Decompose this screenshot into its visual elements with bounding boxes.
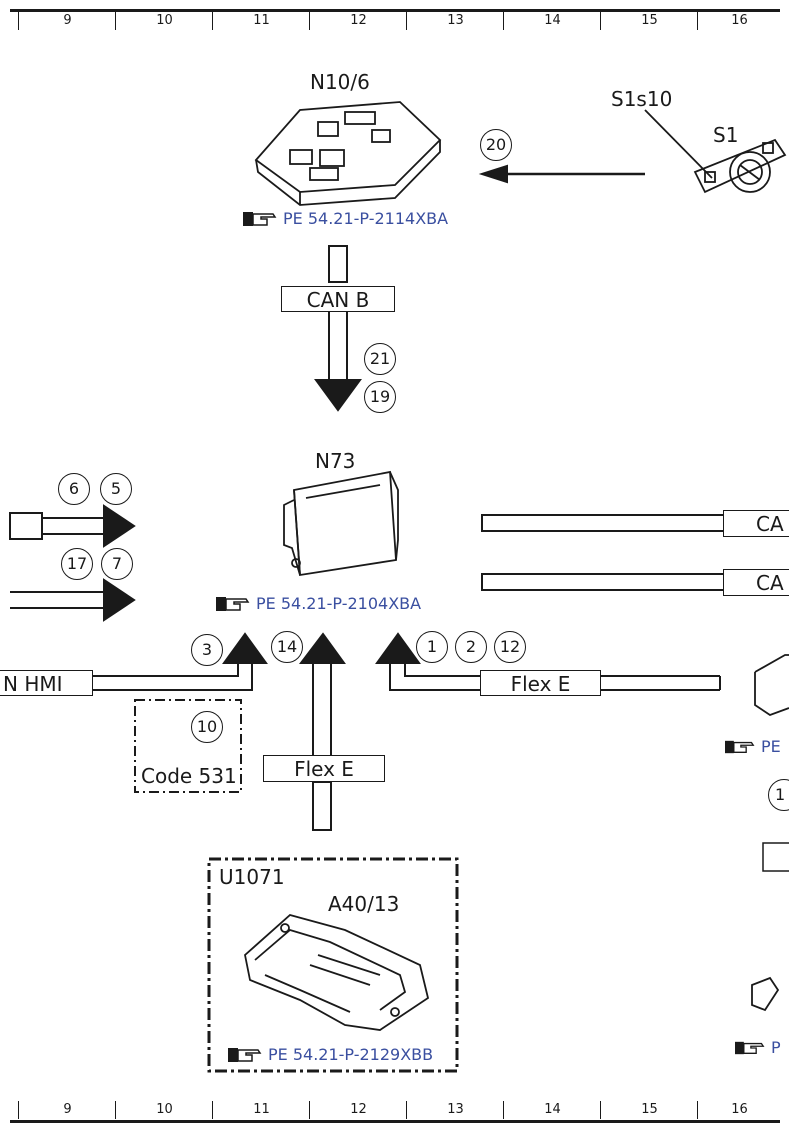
s1s10-label: S1s10 (611, 87, 673, 111)
pointing-hand-icon (735, 1041, 765, 1054)
hmi-bus-label: N HMI (0, 670, 93, 696)
ca-bus-label-bottom: CA (723, 569, 789, 596)
u1071-label: U1071 (219, 865, 285, 889)
right-partial-reference-2[interactable]: P (735, 1038, 781, 1057)
callout-14: 14 (271, 631, 303, 663)
n10-6-reference-text: PE 54.21-P-2114XBA (283, 209, 449, 228)
top-ruler: 9 10 11 12 13 14 15 16 (0, 9, 789, 31)
ruler-cell: 15 (600, 1101, 698, 1119)
a40-13-label: A40/13 (328, 892, 400, 916)
a40-13-reference[interactable]: PE 54.21-P-2129XBB (228, 1045, 433, 1064)
ruler-line (10, 9, 780, 12)
ca-bus-label-top: CA (723, 510, 789, 537)
ruler-cell: 12 (309, 12, 407, 30)
a40-13-reference-text: PE 54.21-P-2129XBB (268, 1045, 434, 1064)
callout-1: 1 (416, 631, 448, 663)
n73-reference[interactable]: PE 54.21-P-2104XBA (216, 594, 421, 613)
ruler-cell: 14 (503, 1101, 601, 1119)
flex-e-bus-label-center: Flex E (263, 755, 385, 782)
n10-6-label: N10/6 (310, 70, 370, 94)
right-partial-reference-1-text: PE (761, 737, 781, 756)
s1-label: S1 (713, 123, 739, 147)
callout-2: 2 (455, 631, 487, 663)
n73-reference-text: PE 54.21-P-2104XBA (256, 594, 422, 613)
ruler-cell: 15 (600, 12, 698, 30)
ruler-cell: 9 (18, 1101, 116, 1119)
ruler-line (10, 1120, 780, 1123)
callout-20: 20 (480, 129, 512, 161)
ruler-cell: 10 (115, 12, 213, 30)
code-531-label: Code 531 (141, 764, 237, 788)
callout-21: 21 (364, 343, 396, 375)
callout-6: 6 (58, 473, 90, 505)
ruler-cell: 13 (406, 1101, 504, 1119)
callout-12: 12 (494, 631, 526, 663)
callout-7: 7 (101, 548, 133, 580)
ruler-cell: 12 (309, 1101, 407, 1119)
n73-label: N73 (315, 449, 356, 473)
can-b-bus-label: CAN B (281, 286, 395, 312)
ruler-cell: 16 (697, 12, 781, 30)
pointing-hand-icon (725, 740, 755, 753)
callout-19: 19 (364, 381, 396, 413)
ruler-cell: 11 (212, 1101, 310, 1119)
flex-e-bus-label-right: Flex E (480, 670, 601, 696)
n10-6-reference[interactable]: PE 54.21-P-2114XBA (243, 209, 448, 228)
pointing-hand-icon (228, 1047, 262, 1062)
ruler-cell: 14 (503, 12, 601, 30)
pointing-hand-icon (216, 596, 250, 611)
n10-6-module-illustration (254, 101, 442, 206)
s1-switch-illustration (644, 109, 787, 194)
callout-3: 3 (191, 634, 223, 666)
callout-17: 17 (61, 548, 93, 580)
ruler-cell: 10 (115, 1101, 213, 1119)
ruler-cell: 9 (18, 12, 116, 30)
pointing-hand-icon (243, 211, 277, 226)
ruler-cell: 13 (406, 12, 504, 30)
ruler-cell: 16 (697, 1101, 781, 1119)
right-partial-reference-2-text: P (771, 1038, 781, 1057)
right-partial-reference-1[interactable]: PE (725, 737, 781, 756)
a40-13-module-illustration (244, 914, 430, 1031)
n73-module-illustration (283, 470, 399, 577)
bottom-ruler: 9 10 11 12 13 14 15 16 (0, 1101, 789, 1123)
ruler-cell: 11 (212, 12, 310, 30)
callout-10: 10 (191, 711, 223, 743)
callout-5: 5 (100, 473, 132, 505)
